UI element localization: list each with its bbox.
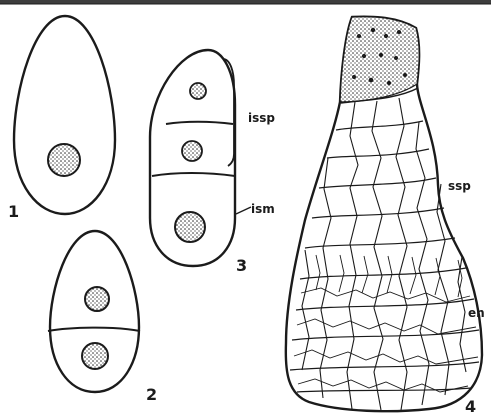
stage-2-two-cell [48,231,140,392]
stage-4-multicellular-embryo [286,17,482,411]
en-label: en [468,306,485,320]
stage-1-zygote [14,16,115,214]
ssp-label: ssp [448,179,471,193]
panel-2-number: 2 [146,385,157,404]
stage-3-three-cell [150,50,251,266]
issp-label: issp [248,111,275,125]
panel-1-number: 1 [8,202,19,221]
ism-label: ism [251,202,275,216]
panel-4-number: 4 [465,397,476,416]
top-cropped-text-strip [0,0,491,4]
panel-3-number: 3 [236,256,247,275]
